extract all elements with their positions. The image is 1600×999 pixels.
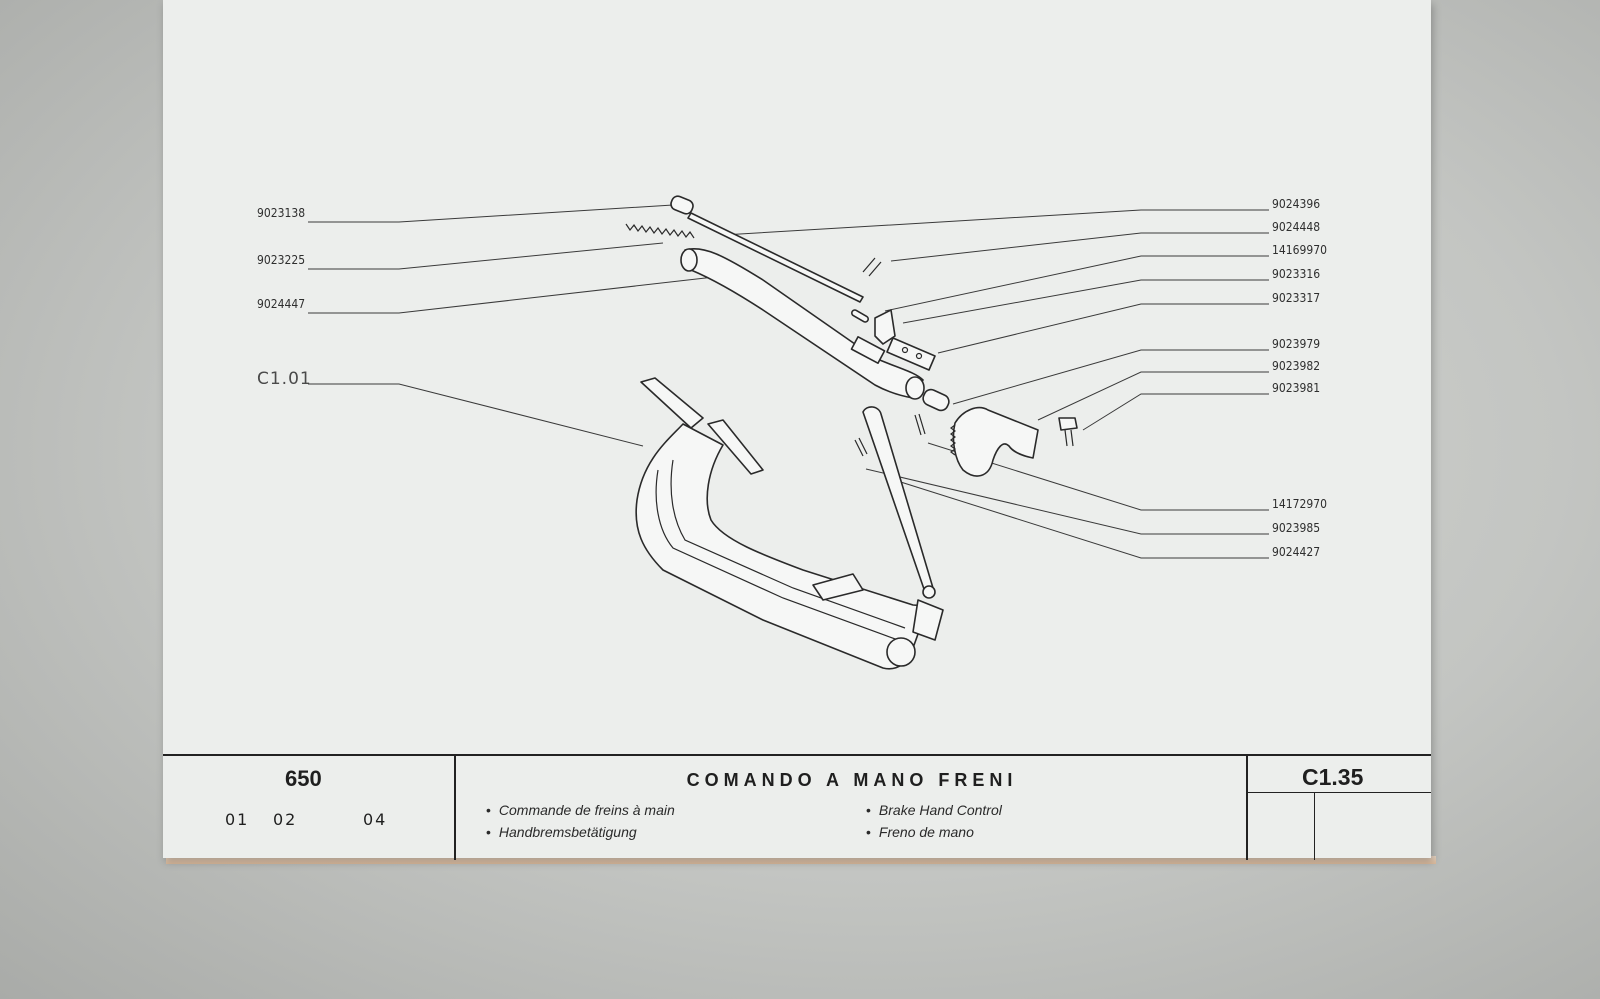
title-cell: COMANDO A MANO FRENI • Commande de freins… <box>456 756 1248 860</box>
part-label-9024448: 9024448 <box>1272 220 1320 234</box>
pedal-assembly-part <box>635 377 944 670</box>
leader-9024396 <box>722 209 1269 236</box>
divider <box>1248 792 1431 793</box>
leader-9023138 <box>308 204 674 223</box>
small-pin-part <box>854 413 926 457</box>
model-number: 650 <box>285 766 322 791</box>
part-label-14169970: 14169970 <box>1272 243 1327 257</box>
part-label-9023985: 9023985 <box>1272 521 1320 535</box>
group-label-c101: C1.01 <box>257 369 312 389</box>
translation-es-text: Freno de mano <box>878 824 974 840</box>
leader-9024448 <box>890 232 1269 262</box>
part-label-9023981: 9023981 <box>1272 381 1320 395</box>
part-label-9024427: 9024427 <box>1272 545 1320 559</box>
leader-9023981 <box>1082 393 1269 431</box>
lever-tube-part <box>680 248 925 400</box>
page-edge <box>166 856 1436 864</box>
leader-9023225 <box>308 242 664 270</box>
pin-part <box>851 309 869 323</box>
part-label-9023979: 9023979 <box>1272 337 1320 351</box>
leader-9024447 <box>308 275 724 314</box>
leader-14169970 <box>884 255 1269 312</box>
part-label-9023317: 9023317 <box>1272 291 1320 305</box>
bullet: • <box>866 802 871 818</box>
model-cell: 650 01 02 04 <box>163 756 456 860</box>
leader-9023982 <box>1037 371 1269 421</box>
divider <box>1314 792 1315 860</box>
part-label-14172970: 14172970 <box>1272 497 1327 511</box>
bushing-part <box>670 195 694 215</box>
translation-de: • Handbremsbetätigung <box>486 824 637 840</box>
translation-es: • Freno de mano <box>866 824 974 840</box>
translation-fr: • Commande de freins à main <box>486 802 675 818</box>
catalog-page: 9023138 9023225 9024447 C1.01 9024396 90… <box>163 0 1431 860</box>
bullet: • <box>486 824 491 840</box>
part-label-9023982: 9023982 <box>1272 359 1320 373</box>
part-label-9023138: 9023138 <box>257 206 305 220</box>
leader-c101 <box>308 383 644 447</box>
leader-14172970 <box>927 442 1269 511</box>
roller-part <box>922 388 950 412</box>
title-block: 650 01 02 04 COMANDO A MANO FRENI • Comma… <box>163 754 1431 860</box>
spring-part <box>625 223 695 239</box>
variant-code: 02 <box>273 810 298 829</box>
translation-en: • Brake Hand Control <box>866 802 1002 818</box>
bolt-part <box>1058 417 1078 447</box>
translation-de-text: Handbremsbetätigung <box>498 824 637 840</box>
part-label-9024396: 9024396 <box>1272 197 1320 211</box>
control-rod-part <box>687 212 864 303</box>
split-pin-part <box>862 257 882 277</box>
part-label-9023225: 9023225 <box>257 253 305 267</box>
plate-part <box>886 337 936 371</box>
exploded-parts-diagram: 9023138 9023225 9024447 C1.01 9024396 90… <box>257 195 1327 670</box>
bullet: • <box>866 824 871 840</box>
variant-code: 04 <box>363 810 388 829</box>
translation-fr-text: Commande de freins à main <box>498 802 675 818</box>
bracket-part <box>874 309 896 345</box>
section-code-cell: C1.35 <box>1248 756 1431 860</box>
part-label-9024447: 9024447 <box>257 297 305 311</box>
variant-code: 01 <box>225 810 250 829</box>
leader-9023317 <box>937 303 1269 354</box>
section-code: C1.35 <box>1302 764 1364 790</box>
bullet: • <box>486 802 491 818</box>
section-title: COMANDO A MANO FRENI <box>686 770 1018 790</box>
part-label-9023316: 9023316 <box>1272 267 1320 281</box>
leader-9023316 <box>902 279 1269 324</box>
link-rod-part <box>862 406 936 599</box>
leader-9023979 <box>952 349 1269 405</box>
leader-9024427 <box>887 477 1269 559</box>
leader-9023985 <box>865 468 1269 535</box>
translation-en-text: Brake Hand Control <box>878 802 1002 818</box>
ratchet-sector-part <box>950 406 1039 477</box>
